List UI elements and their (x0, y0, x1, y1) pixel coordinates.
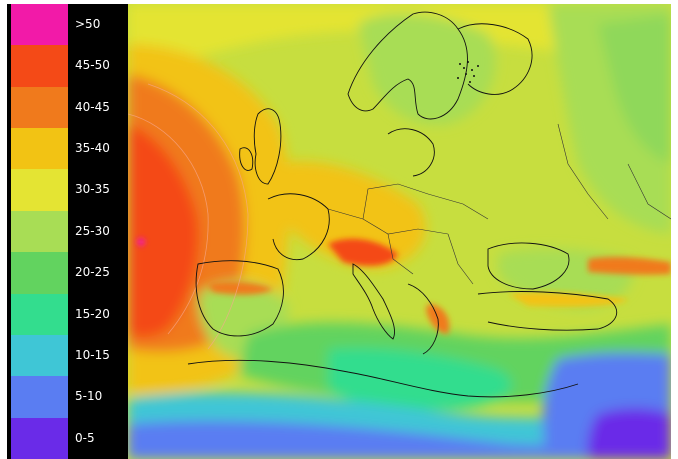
legend-label: 15-20 (75, 306, 110, 321)
legend-swatch (11, 376, 68, 418)
legend-swatch (11, 293, 68, 335)
value-zones (128, 4, 671, 459)
legend-row: 25-30 (7, 210, 128, 253)
legend-swatch (11, 169, 68, 211)
legend-row: 20-25 (7, 252, 128, 294)
legend-row: 10-15 (7, 334, 128, 377)
legend-row: 0-5 (7, 417, 128, 459)
legend-row: 40-45 (7, 86, 128, 129)
legend-row: 45-50 (7, 45, 128, 87)
legend-swatch (11, 45, 68, 87)
legend-row: 30-35 (7, 169, 128, 211)
legend-label: 30-35 (75, 182, 110, 197)
legend-swatch (11, 210, 68, 253)
map-frame: >50 45-50 40-45 35-40 30-35 25-30 20-25 (7, 4, 671, 459)
legend-label: 35-40 (75, 141, 110, 156)
legend-label: 20-25 (75, 265, 110, 280)
legend-swatch (11, 334, 68, 377)
lake-dots (457, 61, 479, 83)
legend-label: 5-10 (75, 389, 103, 404)
contour-lines (128, 83, 249, 350)
legend-label: 25-30 (75, 223, 110, 238)
coastlines (187, 11, 671, 398)
legend-label: 45-50 (75, 58, 110, 73)
legend-label: 0-5 (75, 430, 95, 445)
legend-row: 15-20 (7, 293, 128, 335)
legend-label: >50 (75, 17, 101, 31)
legend-swatch (11, 4, 68, 46)
legend-label: 10-15 (75, 347, 110, 362)
legend-label: 40-45 (75, 99, 110, 114)
legend-swatch (11, 417, 68, 459)
mountain-zones (137, 238, 671, 334)
legend-swatch (11, 252, 68, 294)
legend-swatch (11, 86, 68, 129)
europe-heat-map (128, 4, 671, 459)
map-svg (128, 4, 671, 459)
legend-row: 5-10 (7, 376, 128, 418)
legend-row: 35-40 (7, 128, 128, 170)
legend-row: >50 (7, 4, 128, 46)
legend-swatch (11, 128, 68, 170)
color-legend: >50 45-50 40-45 35-40 30-35 25-30 20-25 (7, 4, 128, 459)
